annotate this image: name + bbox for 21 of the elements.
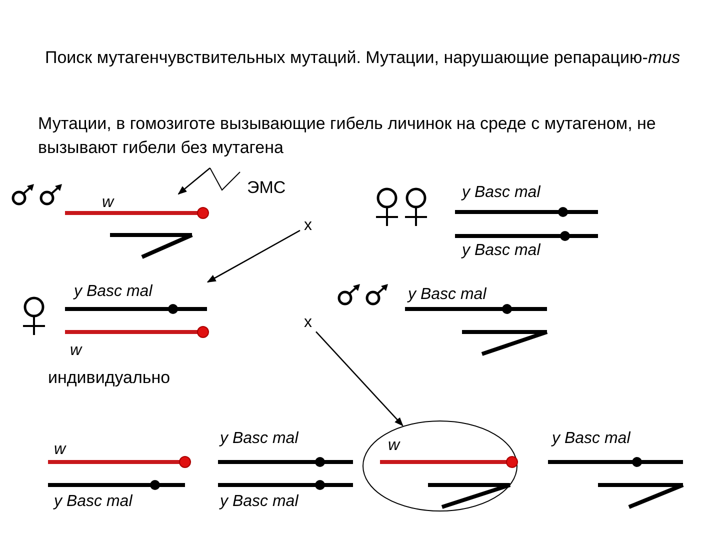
cross-sign: x (300, 313, 316, 333)
note-text: индивидуально (48, 368, 170, 388)
gene-label: y Basc mal (220, 493, 298, 511)
gene-label: y Basc mal (220, 430, 298, 448)
title: Поиск мутагенчувствительных мутаций. Мутации, нарушающие репарацию-mus (45, 47, 682, 69)
arrow (206, 230, 300, 283)
gene-label: y Basc mal (74, 283, 152, 301)
gene-label: w (70, 342, 82, 360)
gene-label: y Basc mal (462, 184, 540, 202)
description-text: Мутации, в гомозиготе вызывающие гибель личинок на среде с мутагеном, не вызывают гибели без мутагена (38, 113, 657, 159)
gene-label: y Basc mal (462, 242, 540, 260)
cross-sign: x (300, 216, 316, 236)
mutagen-label: ЭМС (247, 178, 286, 198)
arrow (178, 168, 210, 195)
gene-label: w (54, 441, 66, 459)
gene-label: y Basc mal (552, 430, 630, 448)
gene-label: w (102, 194, 114, 212)
gene-label: w (388, 437, 400, 455)
gene-label: y Basc mal (54, 493, 132, 511)
gene-label: y Basc mal (408, 286, 486, 304)
arrow (316, 331, 404, 426)
